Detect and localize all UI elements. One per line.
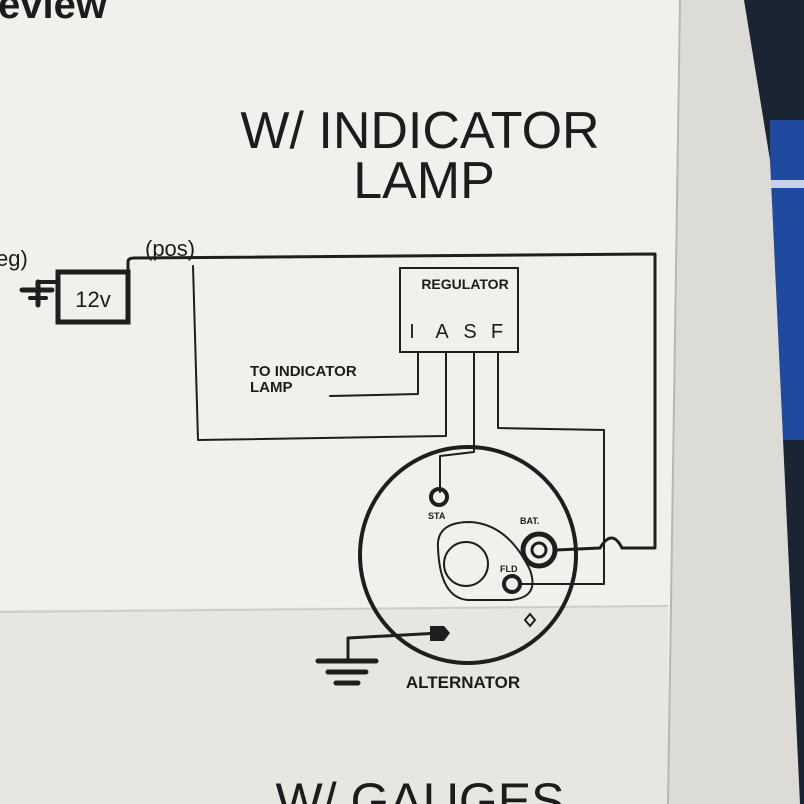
sta-label: STA <box>428 511 446 521</box>
wire-s-to-sta <box>439 351 475 493</box>
ground-symbol-icon <box>315 658 379 686</box>
wire-pos-to-a <box>192 265 447 441</box>
battery-box <box>55 269 131 325</box>
paper-sheet <box>0 0 680 804</box>
alternator-label: ALTERNATOR <box>406 673 520 692</box>
battery-ground-icon <box>19 279 60 308</box>
neg-label: eg) <box>0 246 28 271</box>
light-reflection <box>765 180 804 188</box>
footer-fragment: W/ GAUGES <box>276 773 565 804</box>
paper-fold <box>0 605 668 804</box>
rotor-circle <box>443 541 489 587</box>
fld-label: FLD <box>500 564 518 574</box>
sta-terminal-icon <box>429 487 449 507</box>
rotor-outline <box>436 521 534 601</box>
bat-wire-jumper <box>554 536 624 552</box>
regulator-box <box>399 267 519 353</box>
back-paper-sheet <box>650 0 800 804</box>
title-line-1: W/ INDICATOR <box>240 102 599 160</box>
title-line-2: LAMP <box>353 152 495 210</box>
ground-lug-icon <box>430 626 450 641</box>
paper-edge <box>667 0 681 804</box>
alternator-body <box>358 445 578 665</box>
wire-i-to-lamp <box>329 351 419 397</box>
battery-label: 12v <box>75 287 110 312</box>
indicator-line-2: LAMP <box>250 379 293 396</box>
terminal-s: S <box>463 321 476 343</box>
header-fragment: eview <box>0 0 108 27</box>
terminal-f: F <box>491 321 503 343</box>
indicator-line-1: TO INDICATOR <box>250 363 357 380</box>
regulator-title: REGULATOR <box>421 276 508 292</box>
bat-terminal-icon <box>520 531 558 569</box>
terminal-a: A <box>435 321 449 343</box>
bat-label: BAT. <box>520 516 539 526</box>
terminal-i: I <box>409 321 415 343</box>
fld-terminal-icon <box>502 574 522 594</box>
alternator-ground-wire <box>346 631 442 660</box>
positive-wire <box>126 252 657 550</box>
mount-bolt-icon <box>523 612 537 628</box>
fold-crease <box>0 605 669 613</box>
wire-f-to-fld <box>497 351 605 585</box>
